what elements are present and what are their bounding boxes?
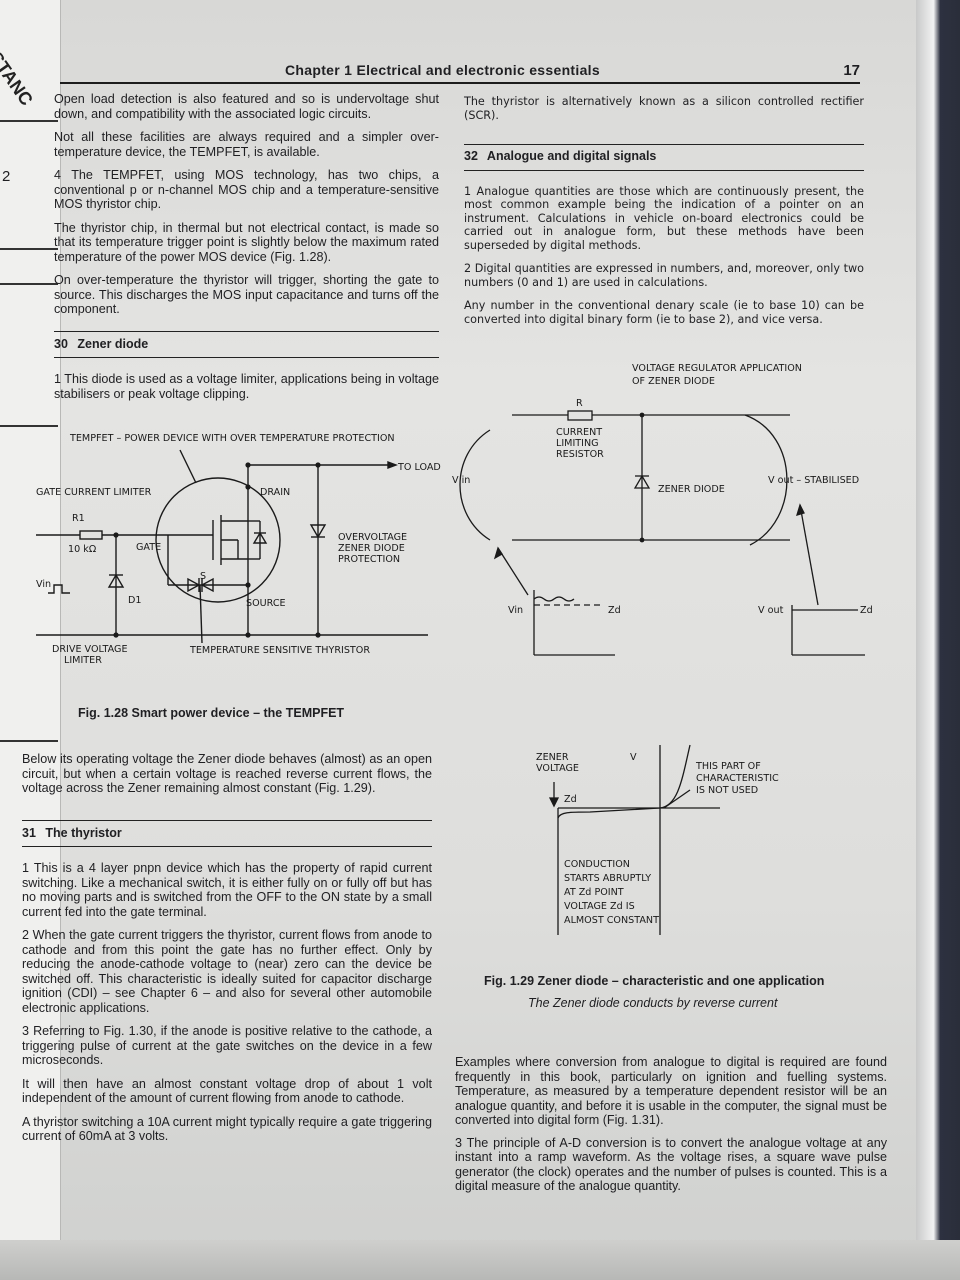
section-heading-32: 32 Analogue and digital signals bbox=[464, 144, 864, 171]
paragraph: 3 The principle of A-D conversion is to … bbox=[455, 1135, 887, 1194]
paragraph: Examples where conversion from analogue … bbox=[455, 1055, 887, 1127]
vout-stabilised-label: V out – STABILISED bbox=[768, 475, 859, 486]
prev-page-mark: 2 bbox=[2, 168, 11, 185]
paragraph: 3 Referring to Fig. 1.30, if the anode i… bbox=[22, 1024, 432, 1067]
drain-label: DRAIN bbox=[260, 487, 290, 498]
vin-graph-label: Vin bbox=[508, 605, 523, 616]
previous-page-edge: STANC 2 bbox=[0, 0, 61, 1250]
r1-label: R1 bbox=[72, 513, 85, 524]
fig-1-29-regulator-diagram: VOLTAGE REGULATOR APPLICATION OF ZENER D… bbox=[452, 363, 873, 656]
zener-voltage-label-1: ZENER bbox=[536, 752, 569, 763]
fig-1-29-caption: Fig. 1.29 Zener diode – characteristic a… bbox=[484, 974, 825, 988]
conduction-label-2: STARTS ABRUPTLY bbox=[564, 873, 651, 884]
not-used-label-3: IS NOT USED bbox=[696, 785, 758, 796]
paragraph: Any number in the conventional denary sc… bbox=[464, 299, 864, 326]
zd-label-2: Zd bbox=[860, 605, 873, 616]
vin-label: Vin bbox=[36, 579, 51, 590]
not-used-label-2: CHARACTERISTIC bbox=[696, 773, 779, 784]
right-column: The thyristor is alternatively known as … bbox=[464, 95, 864, 336]
gate-current-limiter-label: GATE CURRENT LIMITER bbox=[36, 487, 152, 498]
app-title-label-2: OF ZENER DIODE bbox=[632, 376, 715, 387]
source-label: SOURCE bbox=[246, 598, 286, 609]
current-limiting-label-2: LIMITING bbox=[556, 438, 599, 449]
v-axis-label: V bbox=[630, 752, 637, 763]
d1-label: D1 bbox=[128, 595, 142, 606]
page-header: Chapter 1 Electrical and electronic esse… bbox=[60, 60, 860, 84]
chapter-title: Chapter 1 Electrical and electronic esse… bbox=[285, 62, 600, 78]
drive-voltage-label-2: LIMITER bbox=[64, 655, 102, 666]
overvoltage-label-2: ZENER DIODE bbox=[338, 543, 405, 554]
temp-thyristor-label: TEMPERATURE SENSITIVE THYRISTOR bbox=[189, 645, 370, 656]
zd-label-3: Zd bbox=[564, 794, 577, 805]
not-used-label-1: THIS PART OF bbox=[695, 761, 761, 772]
paragraph: The thyristor chip, in thermal but not e… bbox=[54, 220, 439, 264]
current-limiting-label-1: CURRENT bbox=[556, 427, 602, 438]
paragraph: On over-temperature the thyristor will t… bbox=[54, 273, 439, 316]
zd-label-1: Zd bbox=[608, 605, 621, 616]
r-label: R bbox=[576, 398, 583, 409]
fig-1-28-tempfet-diagram: TEMPFET – POWER DEVICE WITH OVER TEMPERA… bbox=[36, 433, 441, 666]
paragraph: 2 When the gate current triggers the thy… bbox=[22, 928, 432, 1015]
gate-label: GATE bbox=[136, 542, 161, 553]
paragraph: It will then have an almost constant vol… bbox=[22, 1076, 432, 1106]
lower-right-column: Examples where conversion from analogue … bbox=[455, 1055, 887, 1202]
paragraph: Not all these facilities are always requ… bbox=[54, 130, 439, 159]
paragraph: The thyristor is alternatively known as … bbox=[464, 95, 864, 122]
to-load-label: TO LOAD bbox=[397, 462, 441, 473]
s-label: S bbox=[200, 571, 206, 582]
overvoltage-label-1: OVERVOLTAGE bbox=[338, 532, 407, 543]
app-title-label-1: VOLTAGE REGULATOR APPLICATION bbox=[632, 363, 802, 374]
paragraph: 1 Analogue quantities are those which ar… bbox=[464, 184, 864, 252]
conduction-label-1: CONDUCTION bbox=[564, 859, 630, 870]
conduction-label-4: VOLTAGE Zd IS bbox=[564, 901, 635, 912]
left-column: Open load detection is also featured and… bbox=[54, 92, 439, 410]
overvoltage-label-3: PROTECTION bbox=[338, 554, 400, 565]
paragraph: A thyristor switching a 10A current migh… bbox=[22, 1114, 432, 1144]
current-limiting-label-3: RESISTOR bbox=[556, 449, 604, 460]
lower-left-column: Below its operating voltage the Zener di… bbox=[22, 752, 432, 1153]
vin-label: V in bbox=[452, 475, 470, 486]
paragraph: 4 The TEMPFET, using MOS technology, has… bbox=[54, 168, 439, 211]
paragraph: 1 This diode is used as a voltage limite… bbox=[54, 372, 439, 401]
paragraph: 1 This is a 4 layer pnpn device which ha… bbox=[22, 861, 432, 919]
drive-voltage-label-1: DRIVE VOLTAGE bbox=[52, 644, 128, 655]
zener-voltage-label-2: VOLTAGE bbox=[536, 763, 579, 774]
paragraph: 2 Digital quantities are expressed in nu… bbox=[464, 262, 864, 289]
section-heading-31: 31 The thyristor bbox=[22, 819, 432, 847]
prev-page-tab-text: STANC bbox=[0, 48, 37, 110]
section-heading-30: 30 Zener diode bbox=[54, 330, 439, 358]
conduction-label-5: ALMOST CONSTANT bbox=[564, 915, 659, 926]
paragraph: Below its operating voltage the Zener di… bbox=[22, 752, 432, 795]
fig-1-29-characteristic-graph: ZENER VOLTAGE V Zd THIS PART OF CHARACTE… bbox=[536, 744, 779, 935]
page-number: 17 bbox=[843, 62, 860, 79]
fig128-title-label: TEMPFET – POWER DEVICE WITH OVER TEMPERA… bbox=[69, 433, 395, 444]
r1-value-label: 10 kΩ bbox=[68, 544, 96, 555]
fig-1-29-subcaption: The Zener diode conducts by reverse curr… bbox=[528, 996, 778, 1010]
zener-diode-label: ZENER DIODE bbox=[658, 484, 725, 495]
page-bottom-edge bbox=[0, 1240, 960, 1280]
book-cover-edge bbox=[916, 0, 960, 1280]
vout-graph-label: V out bbox=[758, 605, 784, 616]
fig-1-28-caption: Fig. 1.28 Smart power device – the TEMPF… bbox=[78, 706, 345, 720]
conduction-label-3: AT Zd POINT bbox=[564, 887, 624, 898]
paragraph: Open load detection is also featured and… bbox=[54, 92, 439, 121]
